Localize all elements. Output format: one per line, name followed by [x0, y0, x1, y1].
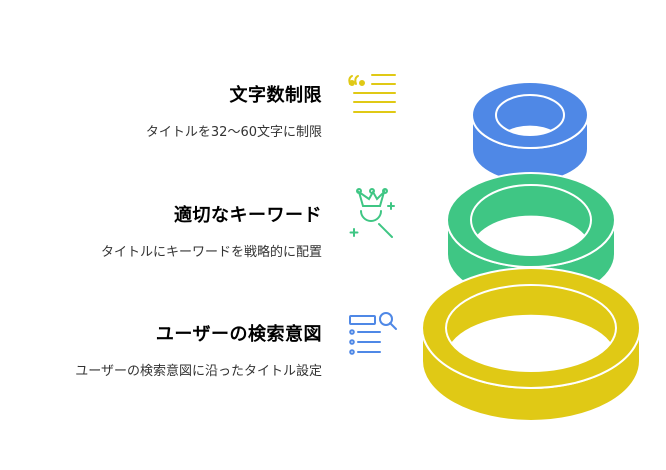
level-1-description: タイトルを32〜60文字に制限 — [145, 125, 322, 140]
ring-inner-edge — [470, 184, 592, 256]
ring-inner-edge — [495, 94, 565, 136]
level-3-description: ユーザーの検索意図に沿ったタイトル設定 — [75, 364, 322, 379]
ring-inner-wall — [496, 95, 564, 135]
ring-inner-edge — [445, 284, 617, 372]
level-2-title: 適切なキーワード — [174, 205, 322, 226]
ring-hole — [446, 314, 616, 371]
ring-level-1 — [421, 267, 641, 422]
level-1-title: 文字数制限 — [229, 85, 322, 106]
level-3-title: ユーザーの検索意図 — [155, 324, 322, 345]
level-2-description: タイトルにキーワードを戦略的に配置 — [100, 245, 322, 260]
ring-level-3 — [471, 81, 589, 183]
ring-hole — [471, 215, 591, 255]
